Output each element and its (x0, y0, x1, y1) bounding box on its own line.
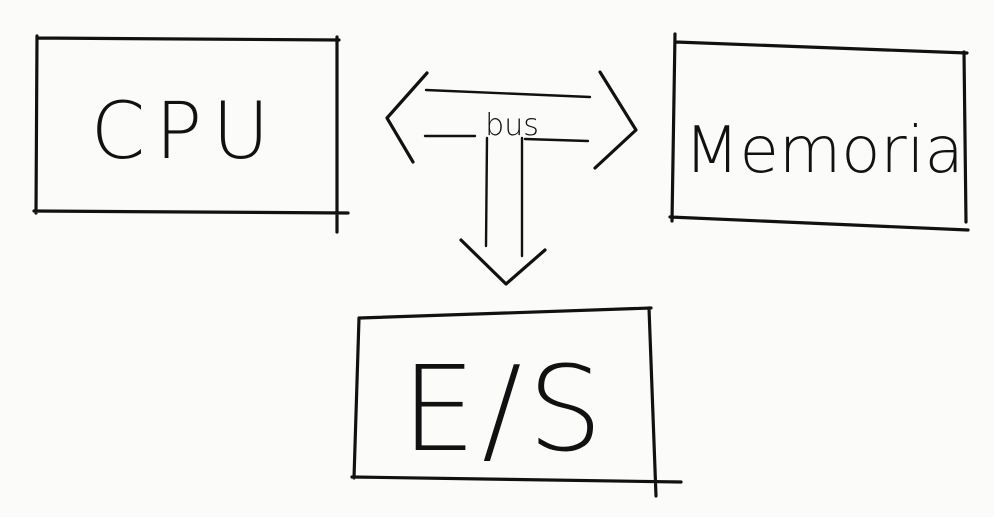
bus-down-arrowhead (459, 238, 547, 286)
bus-connector: bus (385, 70, 638, 286)
bus-label: bus (485, 108, 539, 143)
cpu-node: CPU (32, 34, 350, 234)
bus-right-arrowhead (593, 70, 638, 170)
es-label: E/S (401, 340, 608, 478)
es-node: E/S (350, 306, 683, 498)
cpu-box-outline (32, 34, 350, 234)
es-box-outline (350, 306, 683, 498)
bus-lower-line-right (523, 137, 590, 143)
memoria-label: Memoria (684, 114, 963, 188)
bus-stem-left (484, 136, 489, 248)
memoria-box-outline (668, 32, 970, 232)
memoria-node: Memoria (668, 32, 970, 232)
cpu-label: CPU (91, 87, 280, 177)
bus-left-arrowhead (385, 71, 429, 164)
bus-upper-line (424, 88, 592, 99)
